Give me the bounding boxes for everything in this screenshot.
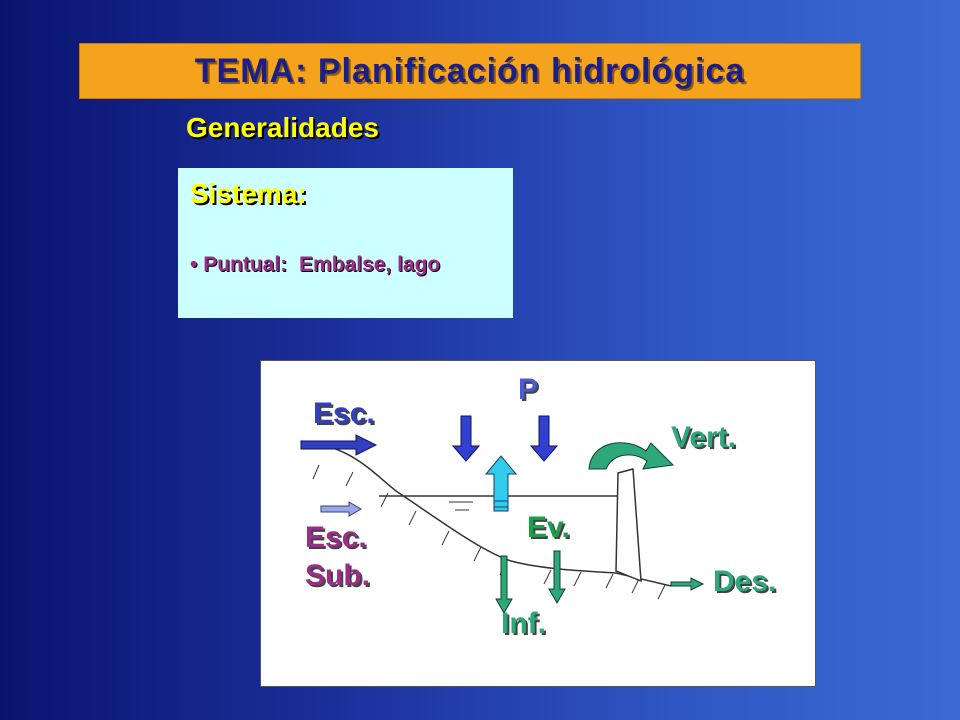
system-heading: Sistema: [190,178,307,209]
subsurface-runoff-arrow-icon [320,501,362,517]
infiltration-arrow-icon [495,555,513,615]
infiltration-label: Inf. [501,607,546,640]
precipitation-arrow-icon [451,415,481,462]
diagram-svg [300,415,705,615]
infiltration-arrow-icon [548,550,566,605]
evaporation-arrow-icon [484,455,518,512]
bullet-value: Embalse, lago [299,253,441,276]
water-level-icon [449,501,473,511]
evap-label: Ev. [527,511,570,544]
bullet-symbol: • [190,253,198,276]
sub-runoff-label-1: Esc. [305,521,367,554]
spill-label: Vert. [671,421,737,454]
title-bar: TEMA: Planificación hidrológica [79,43,861,99]
spill-curved-arrow-icon [588,442,675,470]
bullet-label: Puntual: [203,253,288,276]
system-box: Sistema: • Puntual: Embalse, lago [178,168,513,318]
hydrology-diagram: Esc. P Vert. Ev. Esc. Sub. Des. Inf. [260,360,816,687]
terrain-hatches [312,464,666,600]
dam-icon [615,468,642,583]
outflow-label: Des. [713,565,777,598]
system-bullet: • Puntual: Embalse, lago [190,253,440,277]
sub-runoff-label-2: Sub. [305,559,370,592]
runoff-arrow-icon [300,434,378,456]
precip-label: P [518,373,539,406]
slide-title: TEMA: Planificación hidrológica [194,51,746,90]
runoff-label: Esc. [313,397,375,430]
terrain-line [300,440,672,587]
slide-subtitle: Generalidades [186,112,379,143]
precipitation-arrow-icon [529,415,559,462]
outflow-arrow-icon [670,577,705,591]
